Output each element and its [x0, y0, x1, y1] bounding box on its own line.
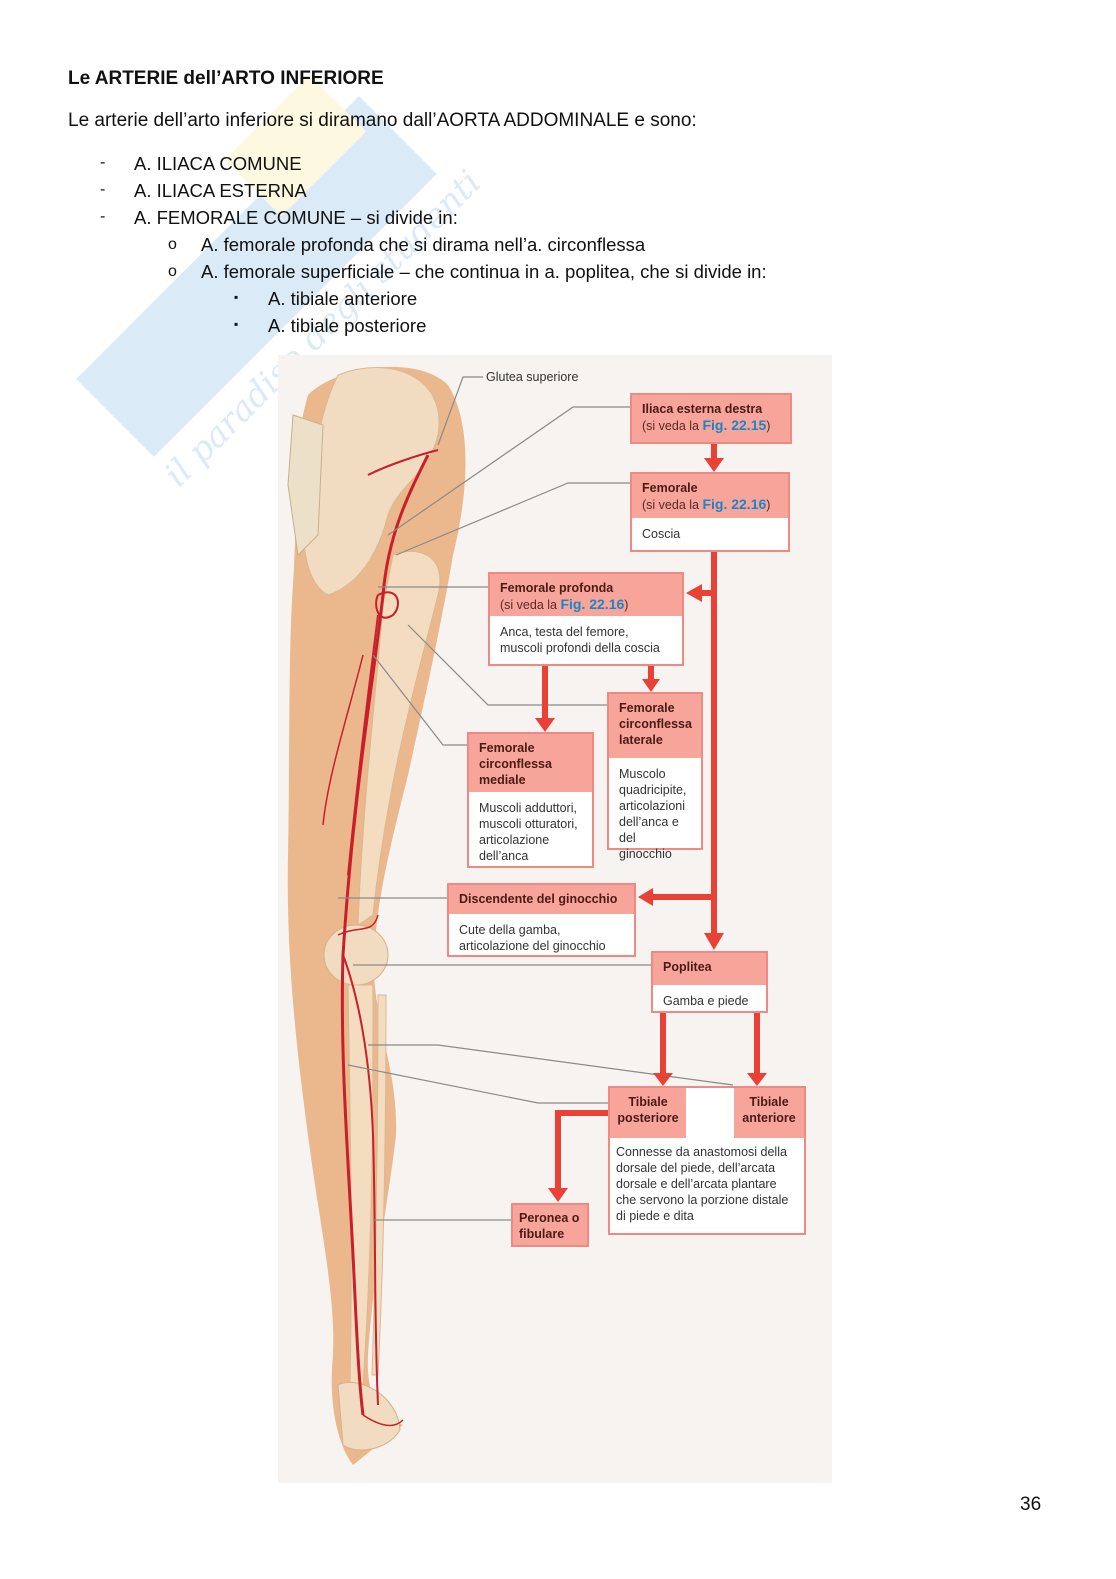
leg-arteries-figure: Glutea superiore Iliaca esterna destra (s… — [278, 355, 832, 1483]
list-item: A. tibiale anteriore — [268, 288, 418, 309]
arrow-to-peronea — [555, 1110, 608, 1190]
box-body: Connesse da anastomosi della dorsale del… — [616, 1145, 789, 1223]
see-suffix: ) — [624, 598, 629, 612]
box-body: Coscia — [642, 527, 681, 541]
list-item: A. ILIACA COMUNE — [134, 153, 302, 174]
page-title: Le ARTERIE dell’ARTO INFERIORE — [68, 68, 384, 89]
box-discendente-ginocchio: Discendente del ginocchio Cute della gam… — [447, 883, 636, 957]
list-marker: o — [168, 236, 177, 253]
popliteal-branch — [342, 954, 379, 1406]
box-title: Femorale circonflessa laterale — [609, 694, 701, 758]
leg-illustration — [287, 366, 767, 1465]
box-circonflessa-mediale: Femorale circonflessa mediale Muscoli ad… — [467, 732, 594, 868]
list-item: A. femorale superficiale – che continua … — [201, 261, 767, 282]
box-femorale: Femorale (si veda la Fig. 22.16) Coscia — [630, 472, 790, 552]
box-title: Femorale profonda — [500, 581, 614, 595]
box-tibiali: Tibiale posteriore Tibiale anteriore Con… — [608, 1086, 806, 1235]
box-body: Muscolo quadricipite, articolazioni dell… — [619, 767, 687, 861]
figure-reference: Fig. 22.15 — [702, 417, 767, 433]
list-marker: o — [168, 263, 177, 280]
heel-bone — [337, 1381, 401, 1451]
see-suffix: ) — [766, 498, 771, 512]
list-marker: - — [100, 154, 106, 171]
leader-lines — [338, 376, 734, 1221]
box-title: Femorale — [642, 481, 698, 495]
box-peronea: Peronea o fibulare — [511, 1203, 589, 1247]
box-poplitea: Poplitea Gamba e piede — [651, 951, 768, 1013]
see-prefix: (si veda la — [500, 598, 561, 612]
femoral-artery — [340, 594, 385, 1416]
arteries — [322, 449, 439, 1427]
list-item: A. femorale profonda che si dirama nell’… — [201, 234, 646, 255]
box-femorale-profonda: Femorale profonda (si veda la Fig. 22.16)… — [488, 572, 684, 666]
list-marker: ▪ — [234, 317, 239, 331]
box-body: Cute della gamba, articolazione del gino… — [459, 923, 606, 953]
sacrum-bone — [287, 414, 324, 557]
box-circonflessa-laterale: Femorale circonflessa laterale Muscolo q… — [607, 692, 703, 861]
box-iliaca-esterna: Iliaca esterna destra (si veda la Fig. 22… — [630, 393, 792, 444]
see-prefix: (si veda la — [642, 419, 703, 433]
box-body: Gamba e piede — [663, 994, 749, 1008]
intro-text: Le arterie dell’arto inferiore si dirama… — [68, 110, 697, 131]
box-title-tibiale-anteriore: Tibiale anteriore — [734, 1088, 804, 1138]
list-marker: - — [100, 181, 106, 198]
box-title: Femorale circonflessa mediale — [469, 734, 592, 792]
list-marker: ▪ — [234, 290, 239, 304]
box-body: Anca, testa del femore, muscoli profondi… — [500, 625, 660, 655]
list-item: A. FEMORALE COMUNE – si divide in: — [134, 207, 458, 228]
see-prefix: (si veda la — [642, 498, 703, 512]
box-title: Peronea o fibulare — [513, 1205, 587, 1245]
flow-arrows — [542, 444, 760, 1190]
femur-bone — [357, 550, 441, 926]
circumflex-artery — [375, 591, 399, 619]
page-number: 36 — [1020, 1494, 1042, 1515]
see-suffix: ) — [766, 419, 771, 433]
box-title: Discendente del ginocchio — [449, 885, 634, 914]
arrow-heads — [535, 458, 767, 1202]
list-item: A. tibiale posteriore — [268, 315, 427, 336]
box-title: Iliaca esterna destra — [642, 402, 763, 416]
box-title-tibiale-posteriore: Tibiale posteriore — [610, 1088, 686, 1138]
box-title: Poplitea — [653, 953, 766, 985]
list-item: A. ILIACA ESTERNA — [134, 180, 307, 201]
list-marker: - — [100, 208, 106, 225]
box-body: Muscoli adduttori, muscoli otturatori, a… — [479, 801, 578, 863]
figure-reference: Fig. 22.16 — [702, 496, 767, 512]
iliac-artery — [381, 454, 430, 596]
deep-femoral-artery — [347, 614, 379, 876]
label-glutea-superiore: Glutea superiore — [486, 370, 579, 384]
figure-reference: Fig. 22.16 — [560, 596, 625, 612]
knee-bone — [323, 924, 389, 986]
